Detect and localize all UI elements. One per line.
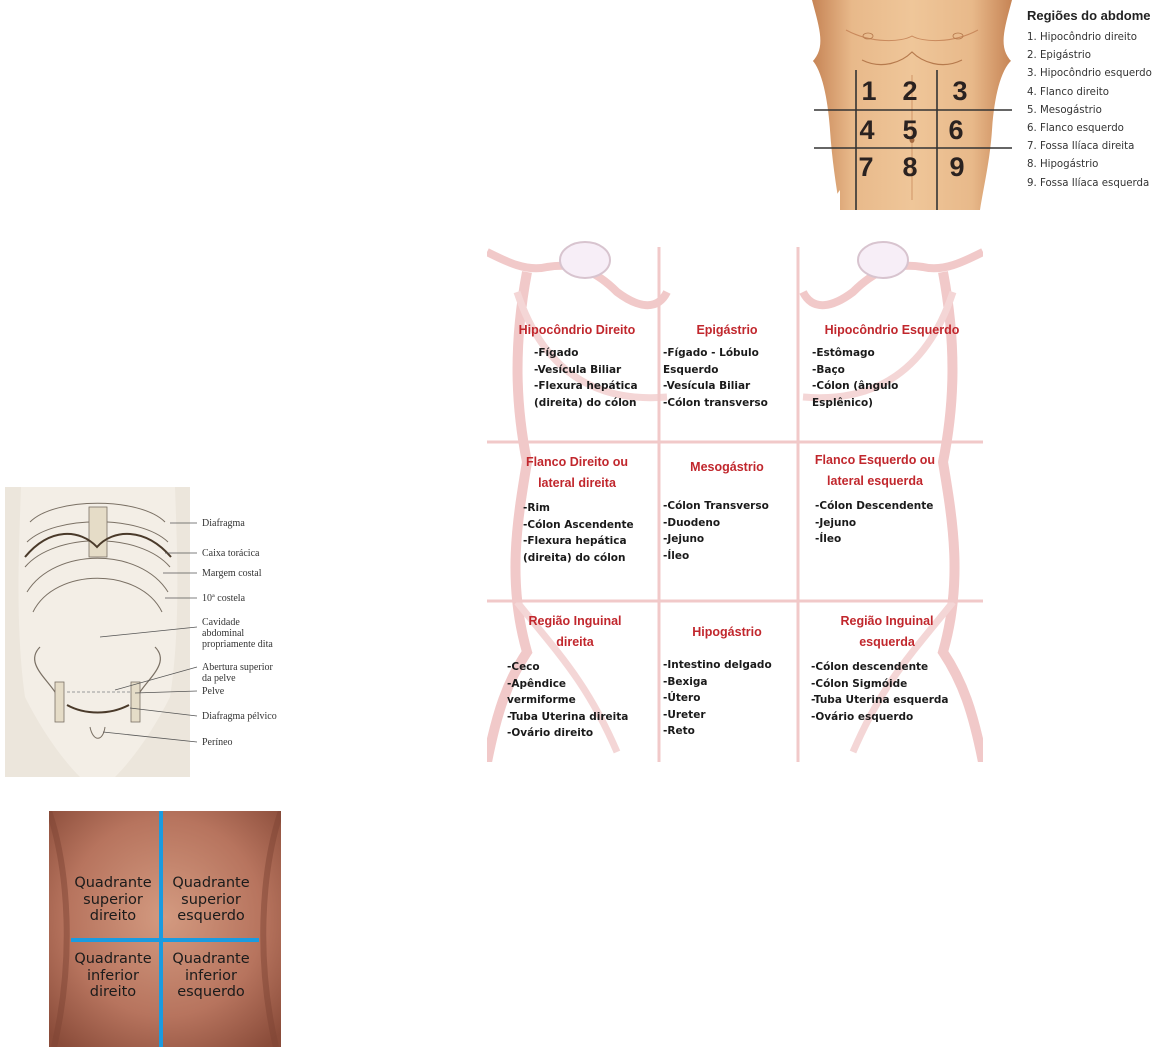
quadrants-figure: Quadrante superior direito Quadrante sup… xyxy=(49,811,281,1047)
region-title: Região Inguinal direita xyxy=(495,611,655,653)
legend-item: 4. Flanco direito xyxy=(1027,84,1174,102)
legend-item: 6. Flanco esquerdo xyxy=(1027,120,1174,138)
label-abertura-superior-pelve: Abertura superior da pelve xyxy=(202,662,273,684)
label-margem-costal: Margem costal xyxy=(202,568,262,579)
region-number-1: 1 xyxy=(849,76,889,107)
legend-item: 2. Epigástrio xyxy=(1027,47,1174,65)
nine-regions-figure: 1 2 3 4 5 6 7 8 9 Regiões do abdome 1. H… xyxy=(812,0,1174,210)
organ-list: -Fígado - Lóbulo Esquerdo -Vesícula Bili… xyxy=(663,345,807,411)
legend-item: 5. Mesogástrio xyxy=(1027,102,1174,120)
quadrant-superior-direito: Quadrante superior direito xyxy=(65,875,161,925)
region-epigastrio: Epigástrio -Fígado - Lóbulo Esquerdo -Ve… xyxy=(647,320,807,411)
legend-title: Regiões do abdome xyxy=(1027,8,1174,23)
organ-list: -Cólon Transverso -Duodeno -Jejuno -Íleo xyxy=(663,498,807,564)
label-diafragma-pelvico: Diafragma pélvico xyxy=(202,711,277,722)
region-number-9: 9 xyxy=(937,152,977,183)
region-title: Epigástrio xyxy=(647,320,807,341)
region-flanco-esquerdo: Flanco Esquerdo ou lateral esquerda -Cól… xyxy=(795,450,955,548)
region-hipocondrio-direito: Hipocôndrio Direito -Fígado -Vesícula Bi… xyxy=(497,320,657,411)
quadrant-superior-esquerdo: Quadrante superior esquerdo xyxy=(163,875,259,925)
region-title: Hipocôndrio Direito xyxy=(497,320,657,341)
regions-legend: Regiões do abdome 1. Hipocôndrio direito… xyxy=(1027,8,1174,193)
abdominal-cavity-figure: Diafragma Caixa torácica Margem costal 1… xyxy=(5,487,300,777)
label-caixa-toracica: Caixa torácica xyxy=(202,548,259,559)
region-flanco-direito: Flanco Direito ou lateral direita -Rim -… xyxy=(497,452,657,566)
quadrant-inferior-esquerdo: Quadrante inferior esquerdo xyxy=(163,951,259,1001)
label-cavidade-abdominal: Cavidade abdominal propriamente dita xyxy=(202,617,273,650)
organ-list: -Rim -Cólon Ascendente -Flexura hepática… xyxy=(523,500,657,566)
legend-item: 7. Fossa Ilíaca direita xyxy=(1027,138,1174,156)
region-number-3: 3 xyxy=(940,76,980,107)
legend-item: 1. Hipocôndrio direito xyxy=(1027,29,1174,47)
region-title: Flanco Esquerdo ou lateral esquerda xyxy=(795,450,955,492)
organ-regions-figure: Hipocôndrio Direito -Fígado -Vesícula Bi… xyxy=(487,232,983,762)
region-title: Flanco Direito ou lateral direita xyxy=(497,452,657,494)
organ-list: -Cólon Descendente -Jejuno -Íleo xyxy=(815,498,955,548)
region-mesogastrio: Mesogástrio -Cólon Transverso -Duodeno -… xyxy=(647,457,807,564)
region-number-5: 5 xyxy=(890,115,930,146)
region-number-7: 7 xyxy=(846,152,886,183)
region-title: Hipogástrio xyxy=(647,622,807,643)
quadrant-inferior-direito: Quadrante inferior direito xyxy=(65,951,161,1001)
region-title: Hipocôndrio Esquerdo xyxy=(802,320,982,341)
organ-list: -Cólon descendente -Cólon Sigmóide -Tuba… xyxy=(811,659,977,725)
legend-item: 9. Fossa Ilíaca esquerda xyxy=(1027,175,1174,193)
region-title: Mesogástrio xyxy=(647,457,807,478)
label-diafragma: Diafragma xyxy=(202,518,245,529)
legend-item: 3. Hipocôndrio esquerdo xyxy=(1027,65,1174,83)
region-inguinal-esquerda: Região Inguinal esquerda -Cólon descende… xyxy=(797,611,977,725)
region-inguinal-direita: Região Inguinal direita -Ceco -Apêndice … xyxy=(495,611,655,742)
region-hipocondrio-esquerdo: Hipocôndrio Esquerdo -Estômago -Baço -Có… xyxy=(802,320,982,411)
organ-list: -Estômago -Baço -Cólon (ângulo Esplênico… xyxy=(812,345,982,411)
region-title: Região Inguinal esquerda xyxy=(797,611,977,653)
region-number-2: 2 xyxy=(890,76,930,107)
organ-list: -Intestino delgado -Bexiga -Útero -Urete… xyxy=(663,657,807,740)
region-number-4: 4 xyxy=(847,115,887,146)
organ-list: -Fígado -Vesícula Biliar -Flexura hepáti… xyxy=(534,345,657,411)
organ-list: -Ceco -Apêndice vermiforme -Tuba Uterina… xyxy=(507,659,655,742)
abdomen-photo xyxy=(49,811,281,1047)
region-number-8: 8 xyxy=(890,152,930,183)
region-number-6: 6 xyxy=(936,115,976,146)
label-10a-costela: 10ª costela xyxy=(202,593,245,604)
label-perineo: Períneo xyxy=(202,737,233,748)
legend-item: 8. Hipogástrio xyxy=(1027,156,1174,174)
region-hipogastrio: Hipogástrio -Intestino delgado -Bexiga -… xyxy=(647,622,807,740)
label-pelve: Pelve xyxy=(202,686,224,697)
